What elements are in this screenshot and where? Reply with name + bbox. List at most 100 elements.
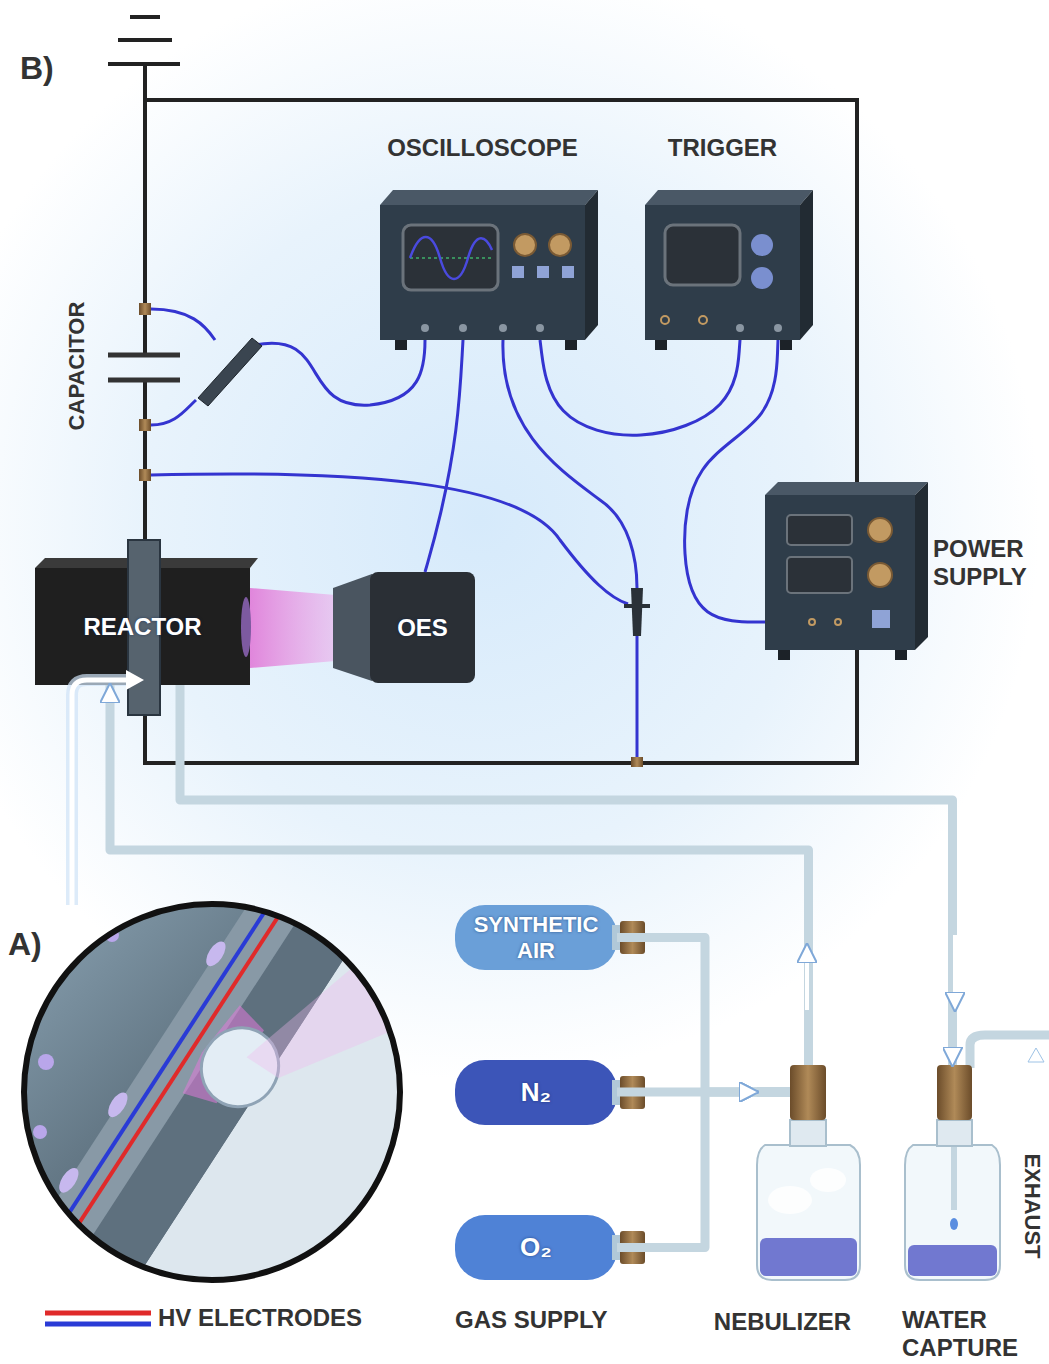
instrument-foot <box>565 340 577 350</box>
oscilloscope: OSCILLOSCOPE <box>380 205 585 340</box>
port <box>421 324 429 332</box>
node-label: NEBULIZER <box>731 1308 834 1336</box>
inset-detail <box>0 766 646 1364</box>
inset-notch <box>202 938 229 969</box>
node-label: TRIGGER <box>645 134 800 162</box>
screen-trace <box>410 237 492 279</box>
gas-bottle <box>455 1215 617 1280</box>
knob <box>514 234 536 256</box>
capacitor-symbol <box>108 355 180 380</box>
flow-arrow <box>953 935 957 1010</box>
water-drop <box>950 1218 958 1230</box>
port <box>809 619 815 625</box>
inset-droplet <box>38 1054 54 1070</box>
oes-box: OES <box>370 572 475 683</box>
gas-tube <box>617 938 757 1093</box>
node-label: SYNTHETIC AIR <box>463 912 609 963</box>
inset-electrode-strip <box>0 769 378 1364</box>
capture-liquid <box>908 1245 997 1276</box>
trigger-screen <box>665 225 740 285</box>
port <box>661 316 669 324</box>
gas-tube <box>180 685 953 1065</box>
component-label: CAPACITOR <box>64 302 89 431</box>
current-probe <box>624 604 650 608</box>
capture-cap <box>937 1065 972 1120</box>
nebulizer-mist <box>810 1168 846 1192</box>
node-label: WATER CAPTURE <box>902 1306 1030 1361</box>
inset-notch <box>55 1165 82 1196</box>
oscilloscope-screen <box>403 225 498 290</box>
knob <box>549 234 571 256</box>
knob <box>868 563 892 587</box>
voltage-probe <box>198 338 262 406</box>
capture-flask: WATER CAPTURE <box>905 1065 1000 1280</box>
trigger-body <box>800 190 813 340</box>
display <box>787 515 852 545</box>
signal-cable <box>540 340 740 435</box>
button <box>751 267 773 289</box>
legend-sample-line <box>45 1310 151 1315</box>
oscilloscope-body <box>585 190 598 340</box>
nebulizer-neck <box>790 1120 826 1146</box>
node-label: POWER SUPPLY <box>933 535 1045 590</box>
label-anchor: B) <box>20 50 54 87</box>
inset-border <box>24 904 400 1280</box>
power-supply-body <box>915 482 928 650</box>
instrument-foot <box>778 650 790 660</box>
current-probe <box>631 588 643 636</box>
leader-line <box>72 680 128 905</box>
nebulizer-flask <box>757 1145 860 1280</box>
group-label: GAS SUPPLY <box>455 1306 608 1334</box>
signal-cable <box>685 340 778 622</box>
connector <box>139 469 151 481</box>
nebulizer-liquid <box>760 1238 857 1276</box>
flow-label: EXHAUST <box>1020 1153 1045 1258</box>
flow-arrows <box>807 935 955 1010</box>
gas-bottle: SYNTHETIC AIR <box>455 905 617 970</box>
nebulizer-flask: NEBULIZER <box>757 1065 860 1280</box>
port <box>774 324 782 332</box>
panel-letter: B) <box>20 50 54 87</box>
legend-sample-line <box>45 1321 151 1326</box>
button <box>537 266 549 278</box>
inset-notch <box>104 1089 131 1120</box>
probe-cable <box>151 309 215 340</box>
battery-symbol <box>108 17 180 64</box>
nebulizer-cap <box>790 1065 826 1120</box>
instrument-foot <box>780 340 792 350</box>
oes-lens <box>333 574 372 681</box>
flow-arrow <box>805 945 809 1010</box>
gas-tube <box>617 1092 757 1248</box>
screen-trace <box>410 257 492 259</box>
leader-glow <box>72 680 128 905</box>
oscilloscope-body <box>380 190 598 205</box>
legend-sample <box>45 1306 151 1330</box>
probe-cable <box>255 340 425 405</box>
node-label: N₂ <box>521 1078 551 1108</box>
button <box>872 610 890 628</box>
gas-bottle: N₂ <box>455 1060 617 1125</box>
port <box>736 324 744 332</box>
node-label: O₂ <box>520 1233 552 1263</box>
oscilloscope-body <box>380 205 585 340</box>
port <box>536 324 544 332</box>
gas-bottle <box>455 1060 617 1125</box>
node-label: REACTOR <box>83 613 201 641</box>
gas-tube <box>110 685 809 1065</box>
instrument-foot <box>395 340 407 350</box>
panel-letter: A) <box>8 926 42 963</box>
inset-plasma <box>247 923 458 1138</box>
trigger-body <box>645 190 813 205</box>
instrument-foot <box>895 650 907 660</box>
node-label: OSCILLOSCOPE <box>380 134 585 162</box>
power-supply-body <box>765 495 915 650</box>
inset-electrode-board <box>0 766 646 1364</box>
instrument-foot <box>655 340 667 350</box>
gas-bottle <box>455 905 617 970</box>
button <box>751 234 773 256</box>
label-anchor: A) <box>8 926 42 963</box>
label-anchor: GAS SUPPLY <box>455 1306 608 1334</box>
